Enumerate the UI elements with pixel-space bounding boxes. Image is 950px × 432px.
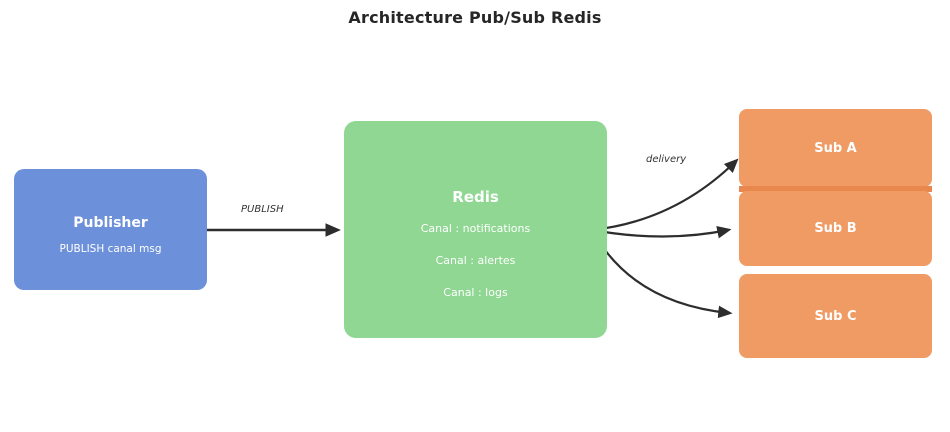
redis-channel-alertes: Canal : alertes [435, 254, 516, 267]
publisher-node: Publisher PUBLISH canal msg [14, 169, 207, 290]
subscriber-divider [739, 186, 932, 192]
subscriber-node-a: Sub A [739, 109, 932, 187]
redis-channel-notifications: Canal : notifications [420, 222, 531, 235]
publisher-node-title: Publisher [73, 215, 148, 231]
delivery-arrow-sub-a [590, 158, 739, 232]
subscriber-node-b: Sub B [739, 191, 932, 266]
publisher-node-command: PUBLISH canal msg [59, 243, 162, 255]
delivery-arrow-label: delivery [646, 154, 687, 165]
redis-node-title: Redis [452, 188, 499, 206]
publish-arrow-label: PUBLISH [241, 204, 284, 215]
subscriber-node-c: Sub C [739, 274, 932, 358]
diagram-title: Architecture Pub/Sub Redis [348, 8, 602, 27]
delivery-arrow-sub-b [590, 226, 732, 239]
subscriber-node-b-label: Sub B [814, 221, 857, 236]
redis-channel-logs: Canal : logs [443, 286, 508, 299]
redis-node: Redis Canal : notifications Canal : aler… [344, 121, 607, 338]
subscriber-node-a-label: Sub A [814, 140, 857, 156]
delivery-arrow-sub-c [590, 228, 733, 319]
subscriber-node-c-label: Sub C [814, 308, 857, 324]
